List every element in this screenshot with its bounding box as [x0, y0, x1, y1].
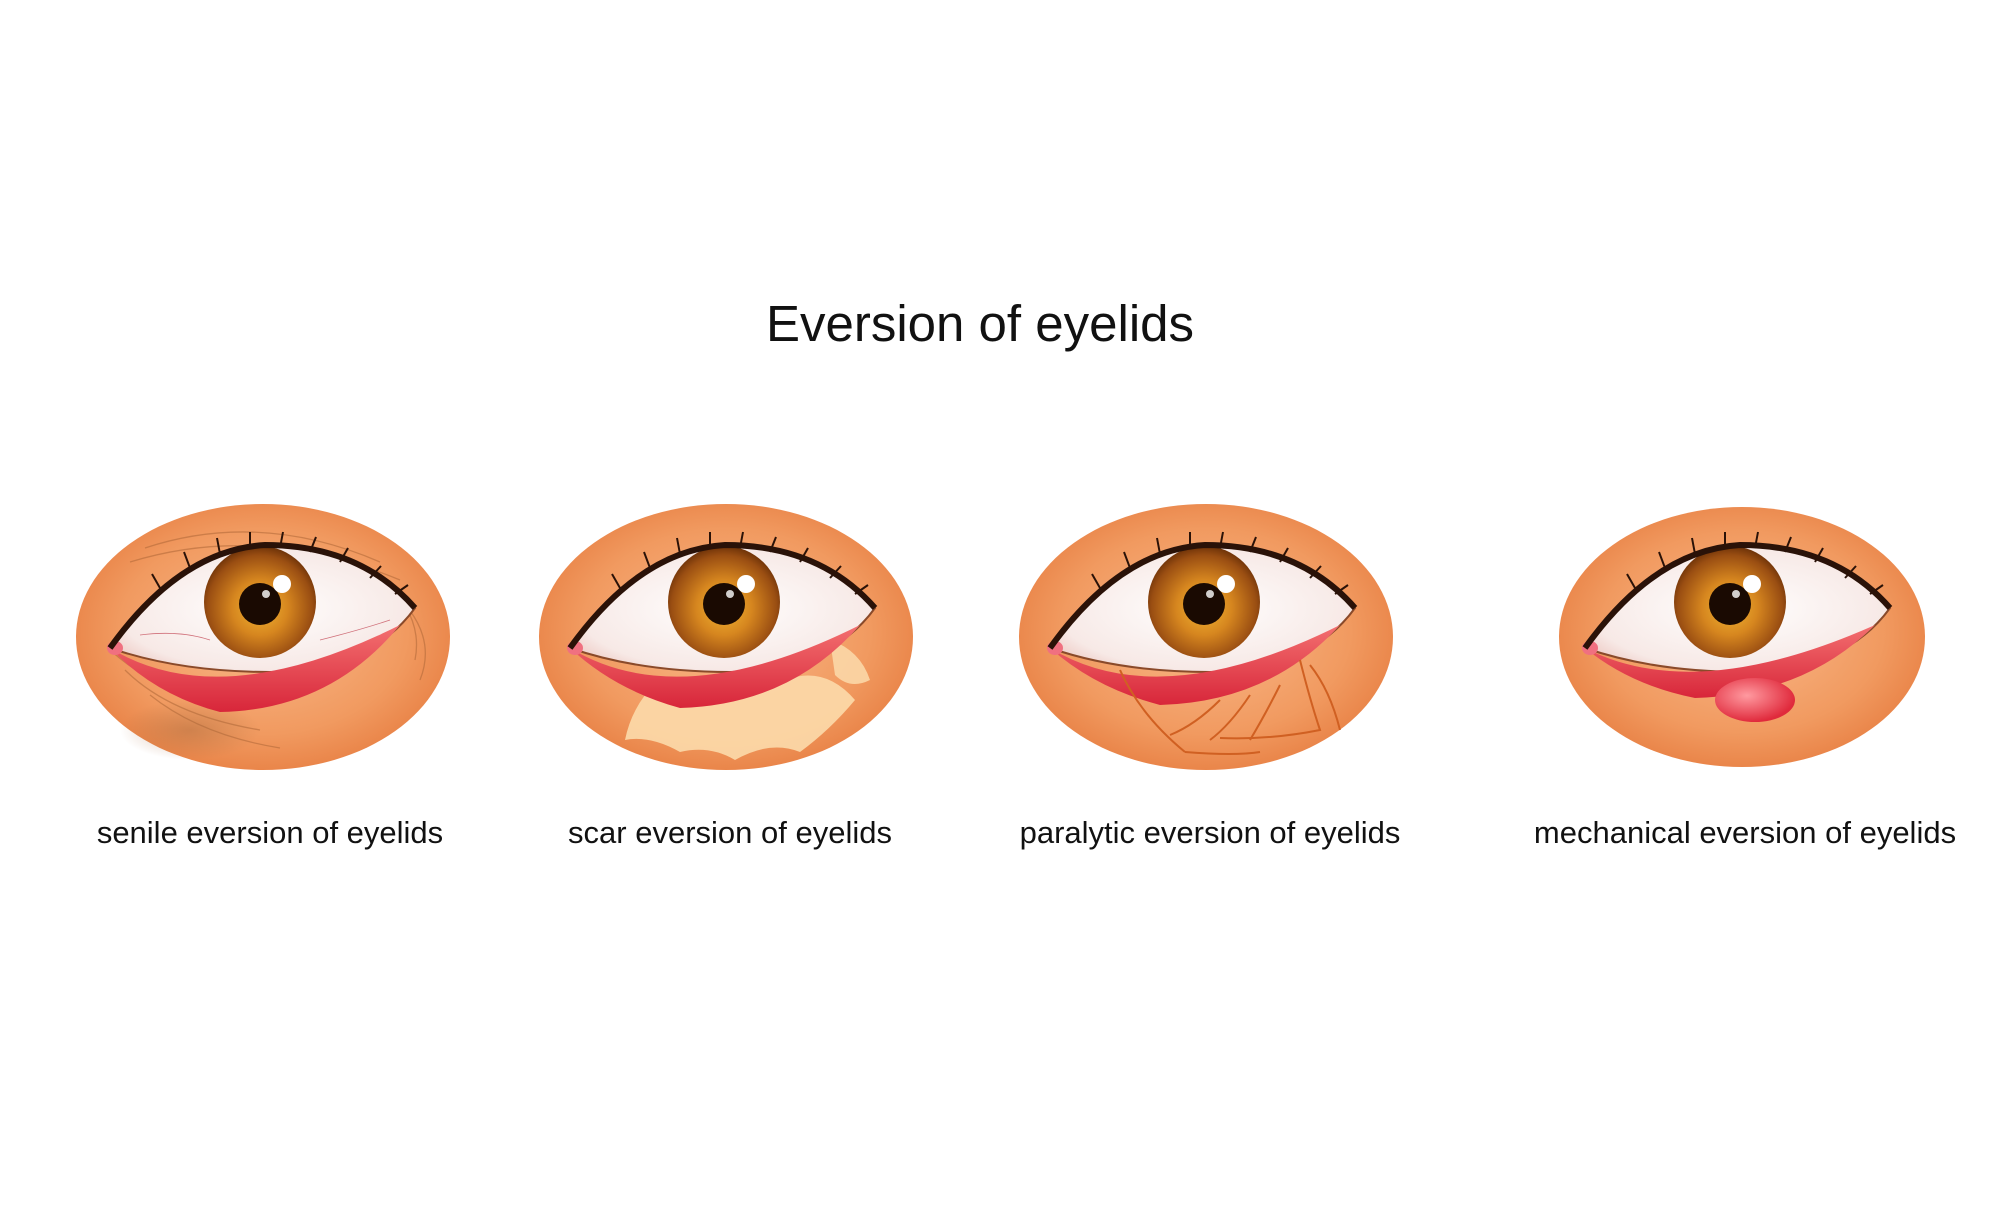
- panel-scar: scar eversion of eyelids: [530, 490, 930, 890]
- mechanical-eye-illustration: [1559, 507, 1925, 767]
- caption-paralytic: paralytic eversion of eyelids: [1019, 815, 1401, 850]
- panel-paralytic: paralytic eversion of eyelids: [1010, 490, 1410, 890]
- scar-eye-illustration: [539, 504, 913, 770]
- senile-eye-illustration: [76, 504, 450, 770]
- caption-mechanical: mechanical eversion of eyelids: [1533, 815, 1957, 850]
- caption-senile: senile eversion of eyelids: [96, 815, 444, 850]
- panel-senile: senile eversion of eyelids: [70, 490, 470, 890]
- paralytic-eye-illustration: [1019, 504, 1393, 770]
- lid-mass: [1715, 678, 1795, 722]
- panel-mechanical: mechanical eversion of eyelids: [1534, 490, 1956, 890]
- diagram-title: Eversion of eyelids: [765, 295, 1195, 352]
- caption-scar: scar eversion of eyelids: [568, 815, 892, 850]
